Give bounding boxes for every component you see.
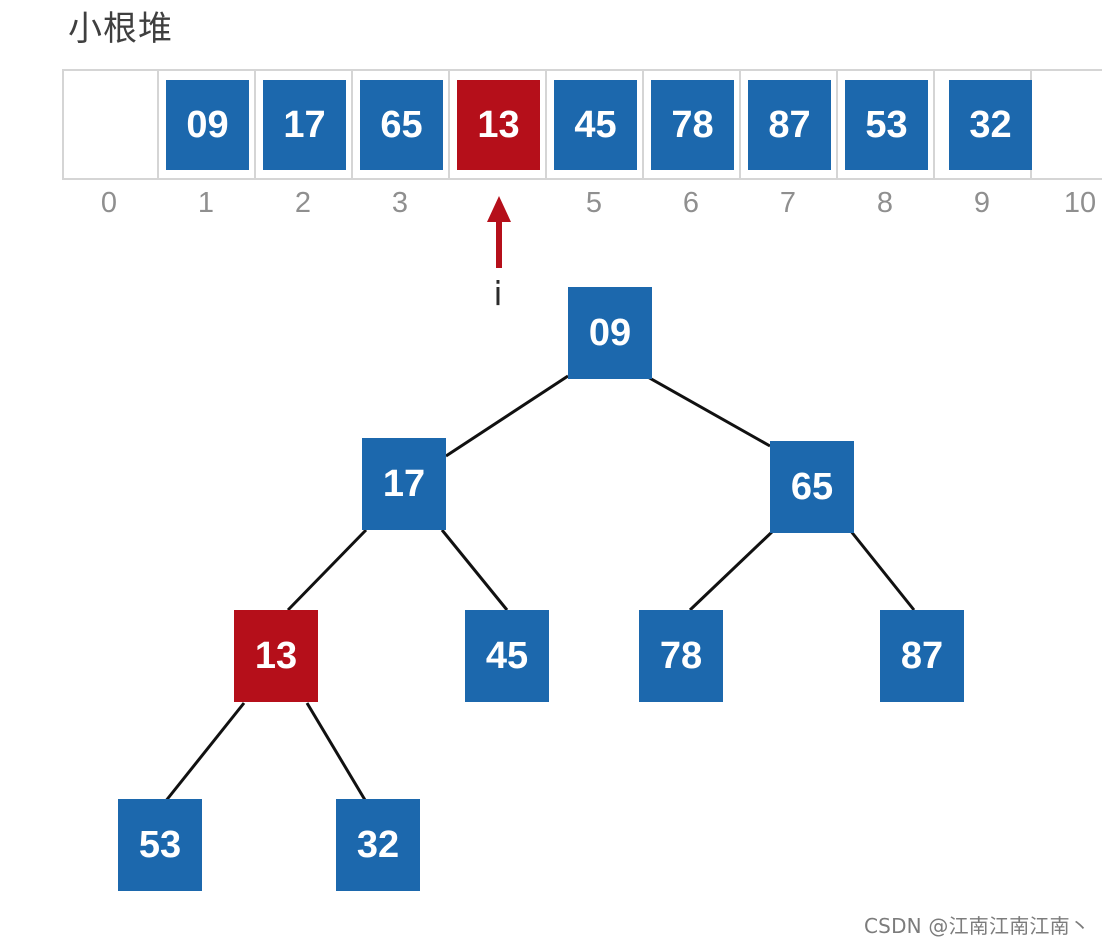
array-cell-9: 32: [949, 80, 1032, 170]
tree-edge: [645, 374, 771, 448]
page-title: 小根堆: [68, 9, 173, 49]
array-slot-7: [741, 69, 838, 180]
array-index-label: 0: [100, 187, 118, 219]
tree-node-87: 87: [880, 610, 964, 702]
array-slot-6: [644, 69, 741, 180]
array-cell-8: 53: [845, 80, 928, 170]
array-index-label: 8: [876, 187, 894, 219]
array-cell-1: 09: [166, 80, 249, 170]
array-slot-3: [353, 69, 450, 180]
array-cell-5: 45: [554, 80, 637, 170]
array-index-label: 6: [682, 187, 700, 219]
tree-edge: [163, 702, 246, 803]
array-index-label: 2: [294, 187, 312, 219]
array-index-label: 7: [779, 187, 797, 219]
array-slot-8: [838, 69, 935, 180]
tree-node-17: 17: [362, 438, 446, 530]
tree-node-32: 32: [336, 799, 420, 891]
array-cell-6: 78: [651, 80, 734, 170]
tree-node-65: 65: [770, 441, 854, 533]
tree-node-45: 45: [465, 610, 549, 702]
array-index-label: 1: [197, 187, 215, 219]
tree-edge: [286, 528, 368, 612]
array-index-label: 9: [973, 187, 991, 219]
array-cell-2: 17: [263, 80, 346, 170]
array-cell-7: 87: [748, 80, 831, 170]
tree-node-53: 53: [118, 799, 202, 891]
pointer-label-i: i: [493, 274, 503, 313]
array-cell-3: 65: [360, 80, 443, 170]
tree-node-78: 78: [639, 610, 723, 702]
array-index-label: 5: [585, 187, 603, 219]
watermark-text: CSDN @江南江南江南丶: [864, 914, 1090, 938]
array-index-label: 10: [1063, 187, 1097, 219]
tree-edge: [848, 529, 916, 611]
tree-edge: [688, 528, 776, 612]
tree-edge: [305, 702, 367, 801]
pointer-arrow-icon: [487, 196, 511, 268]
tree-edge: [445, 374, 569, 458]
tree-node-09: 09: [568, 287, 652, 379]
array-slot-0: [62, 69, 159, 180]
array-slot-5: [547, 69, 644, 180]
array-slot-1: [159, 69, 256, 180]
tree-edge: [440, 529, 509, 611]
array-slot-4: [450, 69, 547, 180]
array-slot-2: [256, 69, 353, 180]
array-index-label: 3: [391, 187, 409, 219]
array-cell-4-highlighted: 13: [457, 80, 540, 170]
tree-node-13-highlighted: 13: [234, 610, 318, 702]
